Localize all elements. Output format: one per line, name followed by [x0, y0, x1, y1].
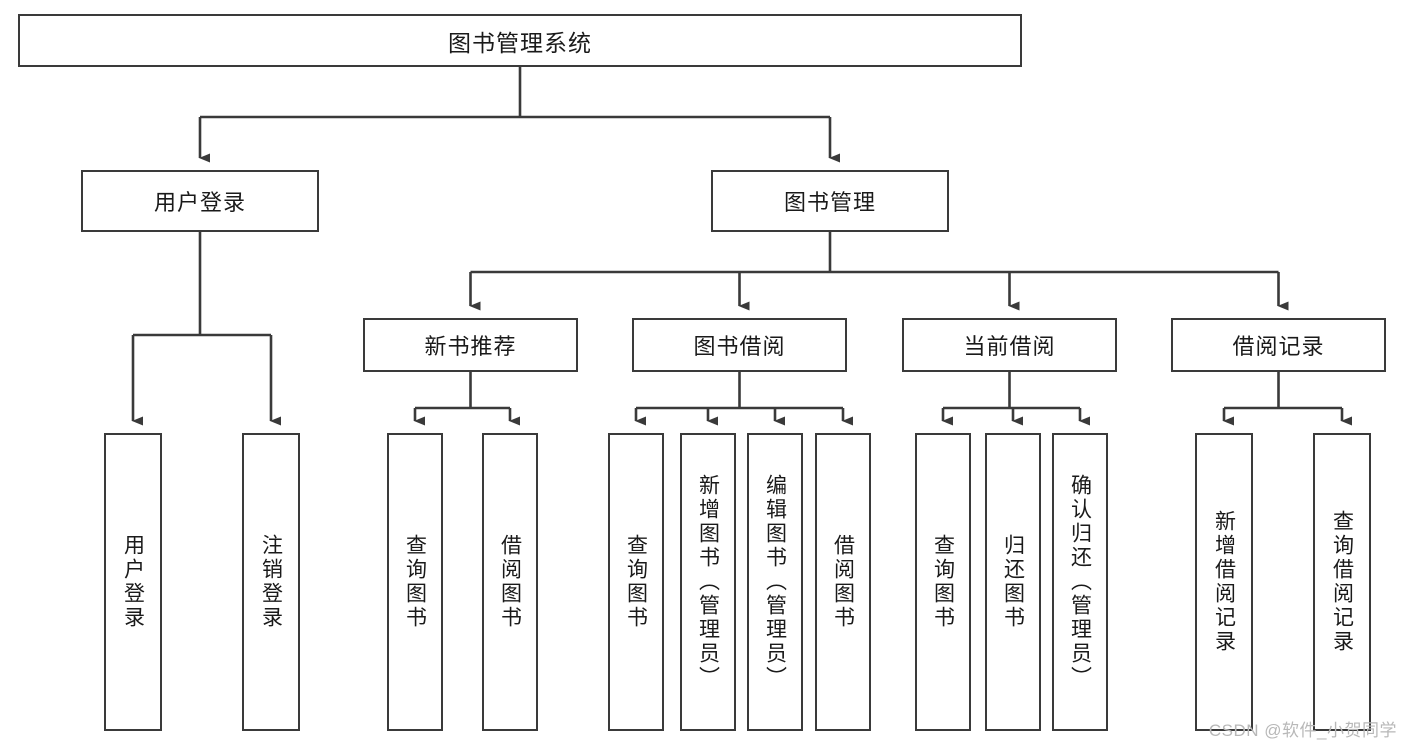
- node-label: 用户登录: [121, 534, 145, 630]
- node-label: 当前借阅: [963, 334, 1056, 359]
- node-label: 新增图书（管理员）: [696, 474, 720, 690]
- node-leaf-新增图书管理员-5[interactable]: 新增图书（管理员）: [680, 433, 736, 731]
- node-l1-用户登录-0[interactable]: 用户登录: [81, 170, 319, 232]
- node-label: 借阅图书: [831, 534, 855, 630]
- node-label: 用户登录: [153, 190, 246, 215]
- node-label: 归还图书: [1001, 534, 1025, 630]
- node-leaf-用户登录-0[interactable]: 用户登录: [104, 433, 162, 731]
- node-leaf-查询图书-8[interactable]: 查询图书: [915, 433, 971, 731]
- node-leaf-查询借阅记录-12[interactable]: 查询借阅记录: [1313, 433, 1371, 731]
- node-l2-新书推荐-0[interactable]: 新书推荐: [363, 318, 578, 372]
- node-l2-借阅记录-3[interactable]: 借阅记录: [1171, 318, 1386, 372]
- node-leaf-新增借阅记录-11[interactable]: 新增借阅记录: [1195, 433, 1253, 731]
- node-l2-当前借阅-2[interactable]: 当前借阅: [902, 318, 1117, 372]
- node-label: 确认归还（管理员）: [1068, 474, 1092, 690]
- node-l2-图书借阅-1[interactable]: 图书借阅: [632, 318, 847, 372]
- node-leaf-借阅图书-7[interactable]: 借阅图书: [815, 433, 871, 731]
- node-leaf-编辑图书管理员-6[interactable]: 编辑图书（管理员）: [747, 433, 803, 731]
- node-label: 新书推荐: [424, 334, 517, 359]
- watermark-label: CSDN @软件_小贺同学: [1208, 721, 1397, 740]
- node-l1-图书管理-1[interactable]: 图书管理: [711, 170, 949, 232]
- node-leaf-查询图书-2[interactable]: 查询图书: [387, 433, 443, 731]
- node-leaf-确认归还管理员-10[interactable]: 确认归还（管理员）: [1052, 433, 1108, 731]
- node-leaf-归还图书-9[interactable]: 归还图书: [985, 433, 1041, 731]
- node-leaf-注销登录-1[interactable]: 注销登录: [242, 433, 300, 731]
- node-label: 查询图书: [403, 534, 427, 630]
- node-label: 新增借阅记录: [1212, 510, 1236, 654]
- node-label: 图书管理系统: [448, 29, 592, 56]
- node-label: 查询借阅记录: [1330, 510, 1354, 654]
- node-label: 图书借阅: [693, 334, 786, 359]
- node-label: 借阅记录: [1232, 334, 1325, 359]
- node-label: 图书管理: [783, 190, 876, 215]
- node-label: 查询图书: [624, 534, 648, 630]
- node-leaf-查询图书-4[interactable]: 查询图书: [608, 433, 664, 731]
- node-label: 注销登录: [259, 534, 283, 630]
- node-leaf-借阅图书-3[interactable]: 借阅图书: [482, 433, 538, 731]
- node-root-图书管理系统[interactable]: 图书管理系统: [18, 14, 1022, 67]
- node-label: 编辑图书（管理员）: [763, 474, 787, 690]
- node-label: 借阅图书: [498, 534, 522, 630]
- node-label: 查询图书: [931, 534, 955, 630]
